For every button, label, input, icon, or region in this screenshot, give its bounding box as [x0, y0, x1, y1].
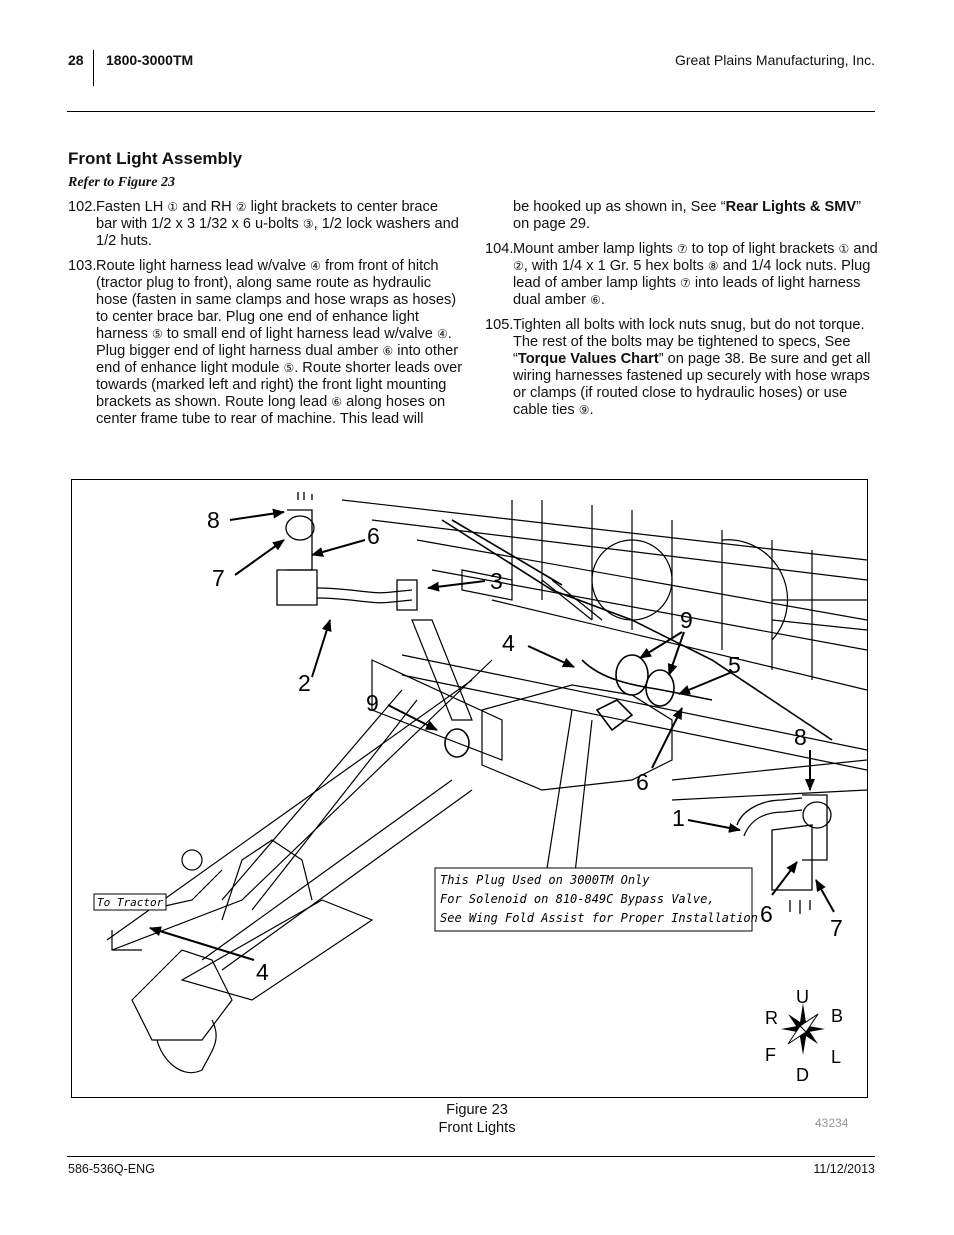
compass-rear: R: [765, 1008, 778, 1028]
refer-to-figure: Refer to Figure 23: [68, 175, 175, 190]
callout-3: 3: [490, 568, 503, 594]
callout-6-middle: 6: [636, 769, 649, 795]
callout-6-lower: 6: [760, 901, 773, 927]
figure-caption-number: Figure 23: [446, 1102, 508, 1118]
company-name: Great Plains Manufacturing, Inc.: [675, 52, 875, 68]
callout-9-right: 9: [680, 607, 693, 633]
manual-number: 1800-3000TM: [106, 52, 194, 68]
to-tractor-label: To Tractor: [93, 893, 167, 911]
compass-back: B: [831, 1006, 843, 1026]
compass-down: D: [796, 1065, 809, 1085]
plug-note-box: This Plug Used on 3000TM Only For Soleno…: [434, 867, 758, 932]
front-lights-drawing: This Plug Used on 3000TM Only For Soleno…: [93, 492, 867, 1085]
callout-4-upper: 4: [502, 630, 515, 656]
compass-up: U: [796, 987, 809, 1007]
note-line-1: This Plug Used on 3000TM Only: [440, 873, 650, 887]
right-column: be hooked up as shown in, See “Rear Ligh…: [485, 199, 880, 427]
figure-caption-title: Front Lights: [438, 1120, 516, 1136]
footer-doc-id: 586-536Q-ENG: [68, 1162, 155, 1176]
callout-1: 1: [672, 805, 685, 831]
callout-5: 5: [728, 652, 741, 678]
callout-9-left: 9: [366, 690, 379, 716]
leader-arrows: [149, 508, 835, 961]
rh-light-bracket: [736, 794, 832, 914]
light-harness: [441, 519, 833, 758]
direction-compass: U D R B F L: [765, 987, 843, 1085]
header-rule: [67, 111, 875, 112]
lh-light-bracket: [276, 492, 418, 611]
step-103: 103. Route light harness lead w/valve ④ …: [68, 258, 463, 427]
footer-date: 11/12/2013: [813, 1162, 875, 1176]
step-103-continued: be hooked up as shown in, See “Rear Ligh…: [513, 199, 862, 232]
note-line-2: For Solenoid on 810-849C Bypass Valve,: [440, 892, 715, 906]
callout-numbers: 8 6 7 3 2 9 4 9 5 8 6 1 6 7 4: [207, 507, 843, 985]
step-104: 104. Mount amber lamp lights ⑦ to top of…: [485, 241, 878, 308]
callout-4-lower: 4: [256, 959, 269, 985]
callout-6-upper: 6: [367, 523, 380, 549]
callout-8-upper: 8: [207, 507, 220, 533]
footer-rule: [67, 1156, 875, 1157]
callout-7-upper: 7: [212, 565, 225, 591]
callout-2: 2: [298, 670, 311, 696]
compass-front: F: [765, 1045, 776, 1065]
note-line-3: See Wing Fold Assist for Proper Installa…: [440, 911, 758, 925]
figure-id: 43234: [815, 1116, 849, 1130]
step-105: 105. Tighten all bolts with lock nuts sn…: [485, 317, 871, 418]
svg-text:To Tractor: To Tractor: [97, 896, 164, 909]
page-header-left: 28 1800-3000TM: [68, 52, 193, 68]
figure-23-frame: This Plug Used on 3000TM Only For Soleno…: [71, 479, 868, 1098]
callout-8-lower: 8: [794, 724, 807, 750]
header-divider: [93, 50, 94, 86]
callout-7-lower: 7: [830, 915, 843, 941]
section-title: Front Light Assembly: [68, 149, 243, 168]
left-column: 102. Fasten LH ① and RH ② light brackets…: [68, 199, 463, 436]
step-102: 102. Fasten LH ① and RH ② light brackets…: [68, 199, 459, 249]
compass-left: L: [831, 1047, 841, 1067]
page-number: 28: [68, 52, 84, 68]
